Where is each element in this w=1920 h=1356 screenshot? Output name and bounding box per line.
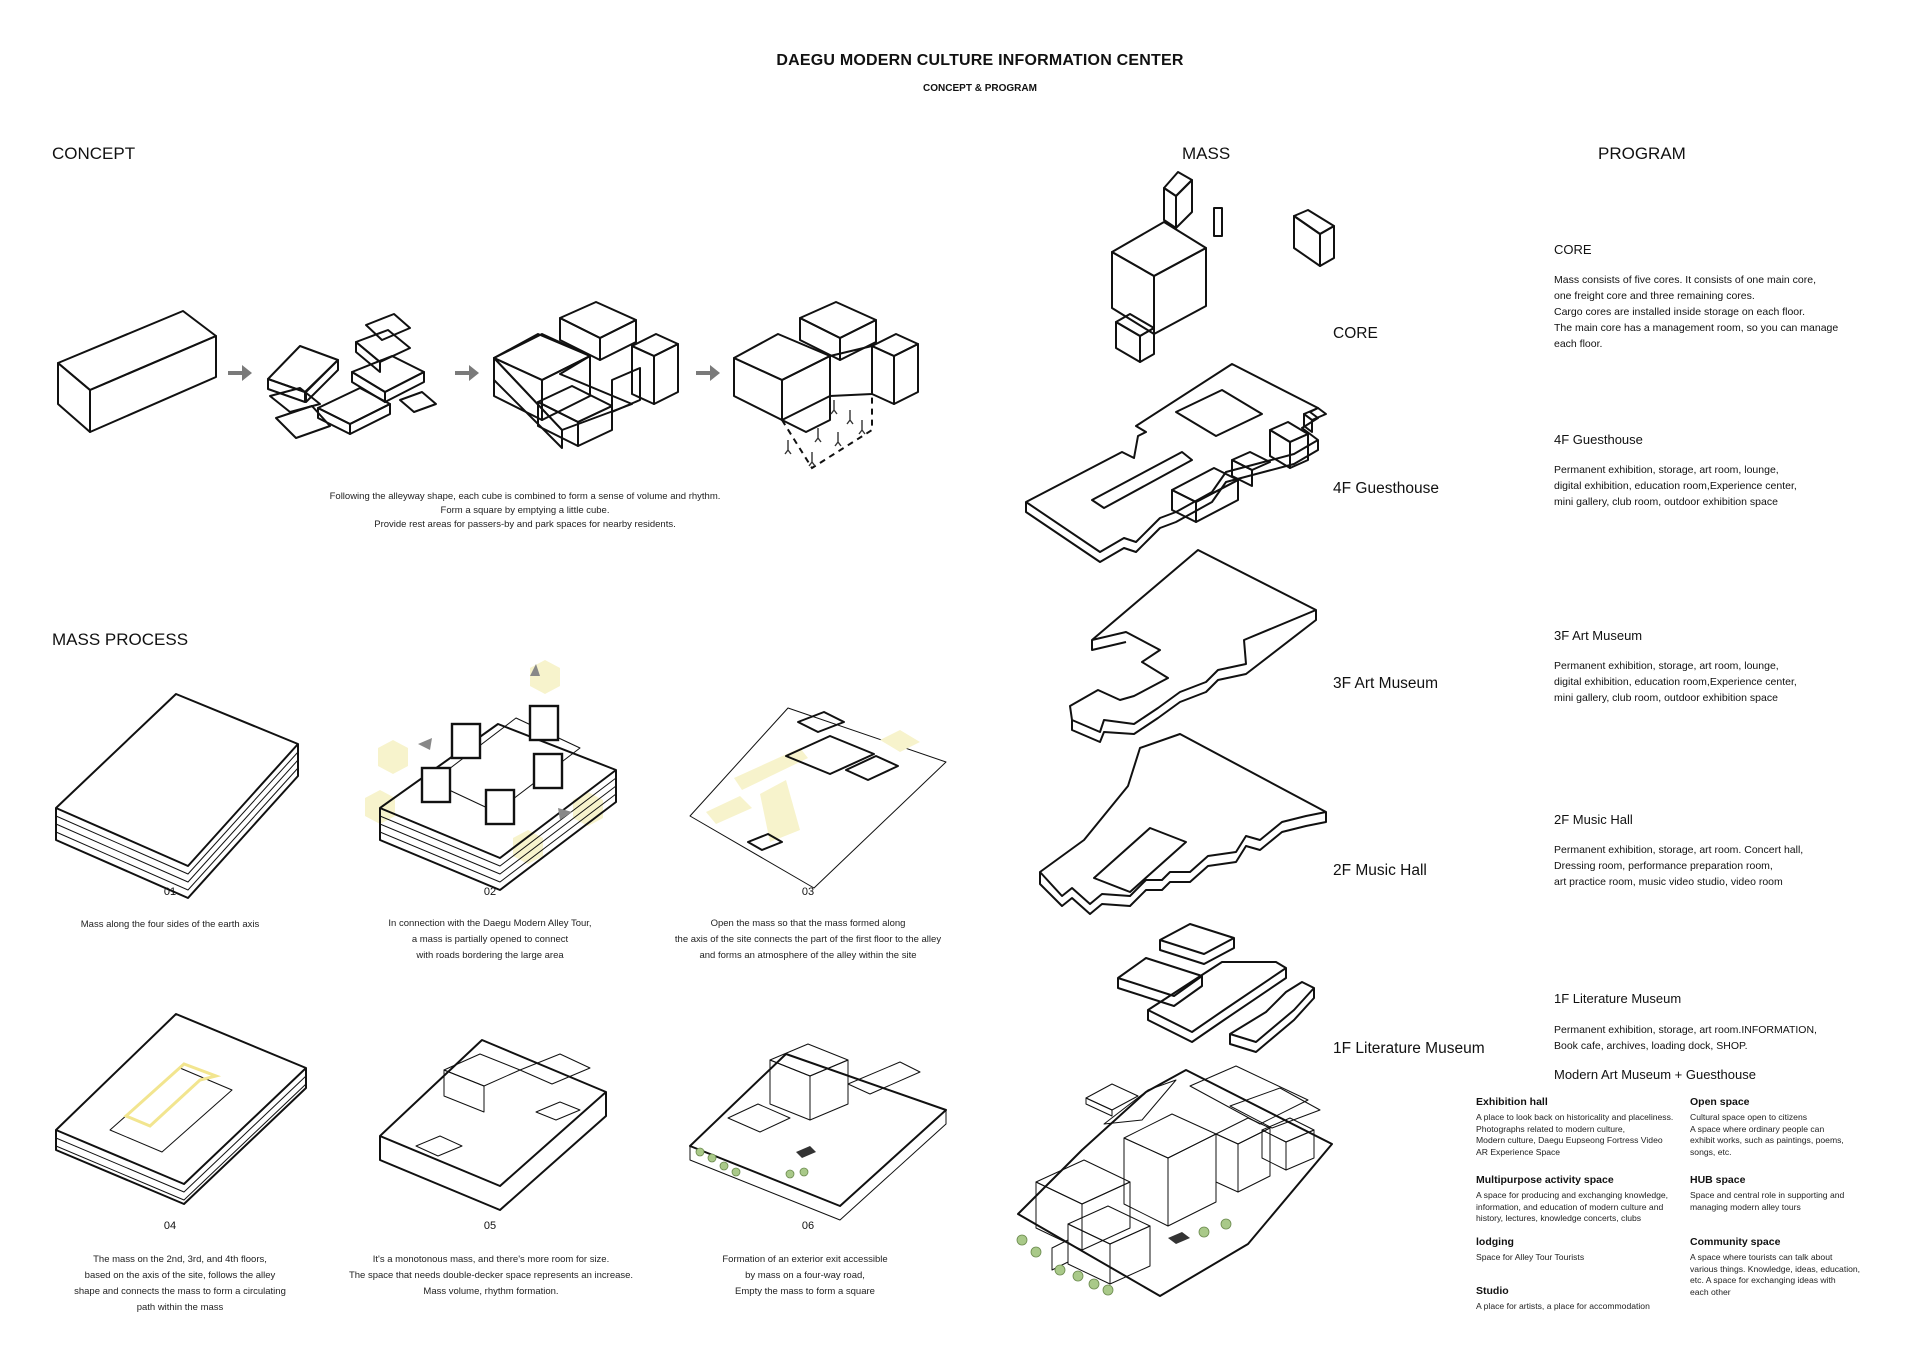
page-subtitle: CONCEPT & PROGRAM <box>923 83 1037 94</box>
assembled-building <box>1016 1065 1333 1297</box>
facility-title-open-space: Open space <box>1690 1096 1750 1108</box>
facility-title-exhibition-hall: Exhibition hall <box>1476 1096 1548 1108</box>
floor-3f-art-museum <box>1069 549 1317 743</box>
concept-block-2 <box>267 313 437 439</box>
facility-desc-community: A space where tourists can talk about va… <box>1690 1252 1861 1297</box>
facility-desc-studio: A place for artists, a place for accommo… <box>1476 1301 1650 1311</box>
step-caption-03: Open the mass so that the mass formed al… <box>674 918 942 961</box>
mass-heading: MASS <box>1182 144 1231 163</box>
facility-desc-hub-space: Space and central role in supporting and… <box>1690 1190 1845 1212</box>
arrow-1 <box>228 365 252 381</box>
program-desc-4f: Permanent exhibition, storage, art room,… <box>1554 464 1797 508</box>
program-desc-3f: Permanent exhibition, storage, art room,… <box>1554 660 1797 704</box>
concept-heading: CONCEPT <box>52 144 136 163</box>
concept-block-3 <box>493 301 679 449</box>
floor-4f-guesthouse <box>1025 363 1327 563</box>
facility-heading: Modern Art Museum + Guesthouse <box>1554 1067 1756 1082</box>
floor-1f-literature-museum <box>1117 923 1315 1053</box>
facility-desc-lodging: Space for Alley Tour Tourists <box>1476 1252 1585 1262</box>
floor-label-1f: 1F Literature Museum <box>1333 1040 1485 1057</box>
step-caption-05: It's a monotonous mass, and there's more… <box>348 1254 634 1297</box>
program-desc-core: Mass consists of five cores. It consists… <box>1554 274 1839 350</box>
arrow-3 <box>696 365 720 381</box>
step-num-03: 03 <box>801 886 815 898</box>
process-diagram-06 <box>689 1043 947 1221</box>
page-title: DAEGU MODERN CULTURE INFORMATION CENTER <box>776 52 1184 69</box>
mass-process-heading: MASS PROCESS <box>52 630 189 649</box>
facility-title-hub-space: HUB space <box>1690 1174 1746 1186</box>
facility-title-multipurpose: Multipurpose activity space <box>1476 1174 1614 1186</box>
program-title-3f: 3F Art Museum <box>1554 628 1643 643</box>
facility-desc-open-space: Cultural space open to citizens A space … <box>1690 1112 1844 1157</box>
process-diagram-05 <box>379 1039 607 1211</box>
step-caption-04: The mass on the 2nd, 3rd, and 4th floors… <box>74 1254 286 1313</box>
facility-title-studio: Studio <box>1476 1285 1509 1297</box>
step-num-05: 05 <box>483 1220 497 1232</box>
core-masses <box>1111 171 1335 363</box>
facility-title-lodging: lodging <box>1476 1236 1514 1248</box>
process-diagram-03 <box>689 707 947 889</box>
program-desc-1f: Permanent exhibition, storage, art room.… <box>1554 1024 1817 1052</box>
process-diagram-02 <box>365 660 617 891</box>
program-heading: PROGRAM <box>1598 144 1686 163</box>
process-diagram-04 <box>55 1013 307 1205</box>
floor-label-2f: 2F Music Hall <box>1333 862 1427 879</box>
step-caption-02: In connection with the Daegu Modern Alle… <box>388 918 592 961</box>
step-caption-06: Formation of an exterior exit accessible… <box>722 1254 888 1297</box>
floor-label-3f: 3F Art Museum <box>1333 675 1439 692</box>
step-caption-01: Mass along the four sides of the earth a… <box>80 919 260 930</box>
floor-label-core: CORE <box>1333 325 1378 342</box>
program-title-1f: 1F Literature Museum <box>1554 991 1682 1006</box>
concept-block-4 <box>733 301 919 470</box>
program-title-core: CORE <box>1554 242 1592 257</box>
step-num-02: 02 <box>483 886 497 898</box>
step-num-06: 06 <box>801 1220 815 1232</box>
program-desc-2f: Permanent exhibition, storage, art room.… <box>1554 844 1804 888</box>
program-title-4f: 4F Guesthouse <box>1554 432 1643 447</box>
floor-label-4f: 4F Guesthouse <box>1333 480 1439 497</box>
facility-desc-multipurpose: A space for producing and exchanging kno… <box>1476 1190 1669 1223</box>
step-num-04: 04 <box>163 1220 177 1232</box>
arrow-2 <box>455 365 479 381</box>
floor-2f-music-hall <box>1039 733 1327 915</box>
facility-title-community: Community space <box>1690 1236 1781 1248</box>
step-num-01: 01 <box>163 886 177 898</box>
concept-caption: Following the alleyway shape, each cube … <box>329 491 721 530</box>
program-title-2f: 2F Music Hall <box>1554 812 1633 827</box>
concept-block-1 <box>57 310 217 433</box>
process-diagram-01 <box>55 693 299 899</box>
facility-desc-exhibition-hall: A place to look back on historicality an… <box>1476 1112 1674 1157</box>
